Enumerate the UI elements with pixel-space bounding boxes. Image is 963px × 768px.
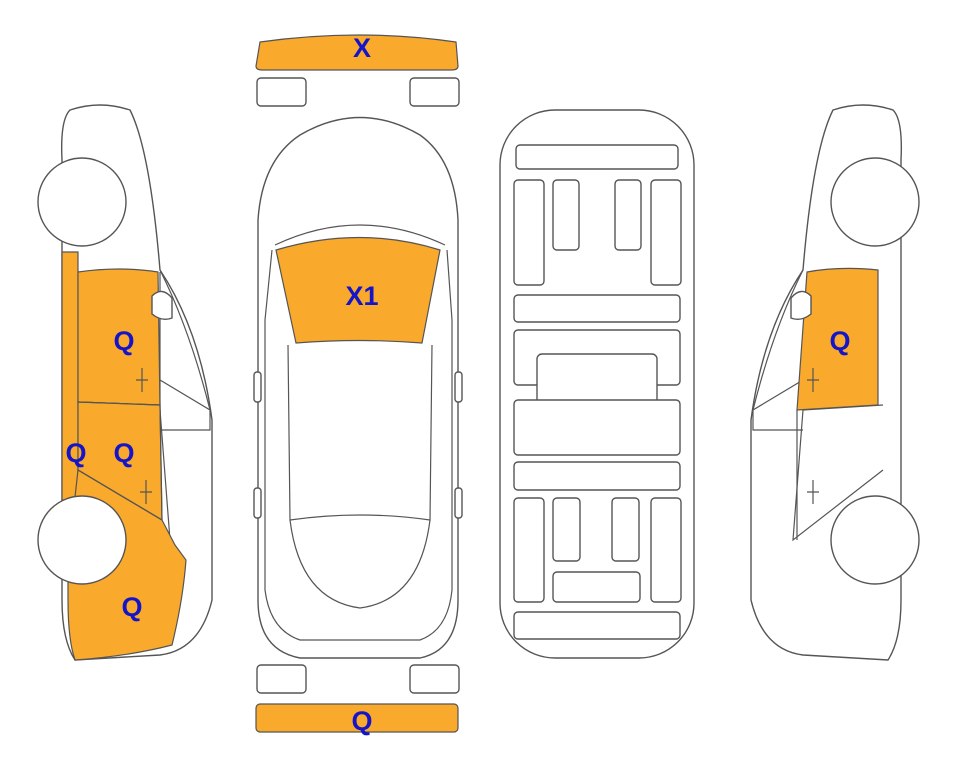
left-rear-quarter-label: Q	[121, 592, 142, 622]
front-bumper-label: X	[353, 33, 371, 63]
front-right-light	[409, 77, 460, 107]
left-rear-door-label: Q	[113, 438, 134, 468]
underbody-view	[499, 109, 695, 659]
front-bumper-panel[interactable]	[255, 34, 459, 71]
rear-bumper-label: Q	[351, 706, 372, 736]
right-front-door-panel[interactable]	[796, 267, 879, 411]
right-rear-wheel	[830, 495, 920, 585]
right-side-view-details	[790, 157, 920, 585]
windshield-panel[interactable]	[275, 236, 441, 344]
rear-right-light	[409, 664, 460, 694]
right-front-door-label: Q	[829, 326, 850, 356]
rear-left-light	[256, 664, 307, 694]
left-front-wheel	[37, 157, 127, 247]
windshield-label: X1	[345, 281, 378, 311]
top-view-car	[253, 116, 463, 659]
left-side-view-details	[37, 157, 173, 585]
right-front-wheel	[830, 157, 920, 247]
left-front-door-label: Q	[113, 326, 134, 356]
left-rocker-label: Q	[65, 438, 86, 468]
left-rear-wheel	[37, 495, 127, 585]
front-left-light	[256, 77, 307, 107]
left-front-door-panel[interactable]	[77, 268, 161, 406]
rear-bumper-panel[interactable]	[255, 703, 459, 733]
